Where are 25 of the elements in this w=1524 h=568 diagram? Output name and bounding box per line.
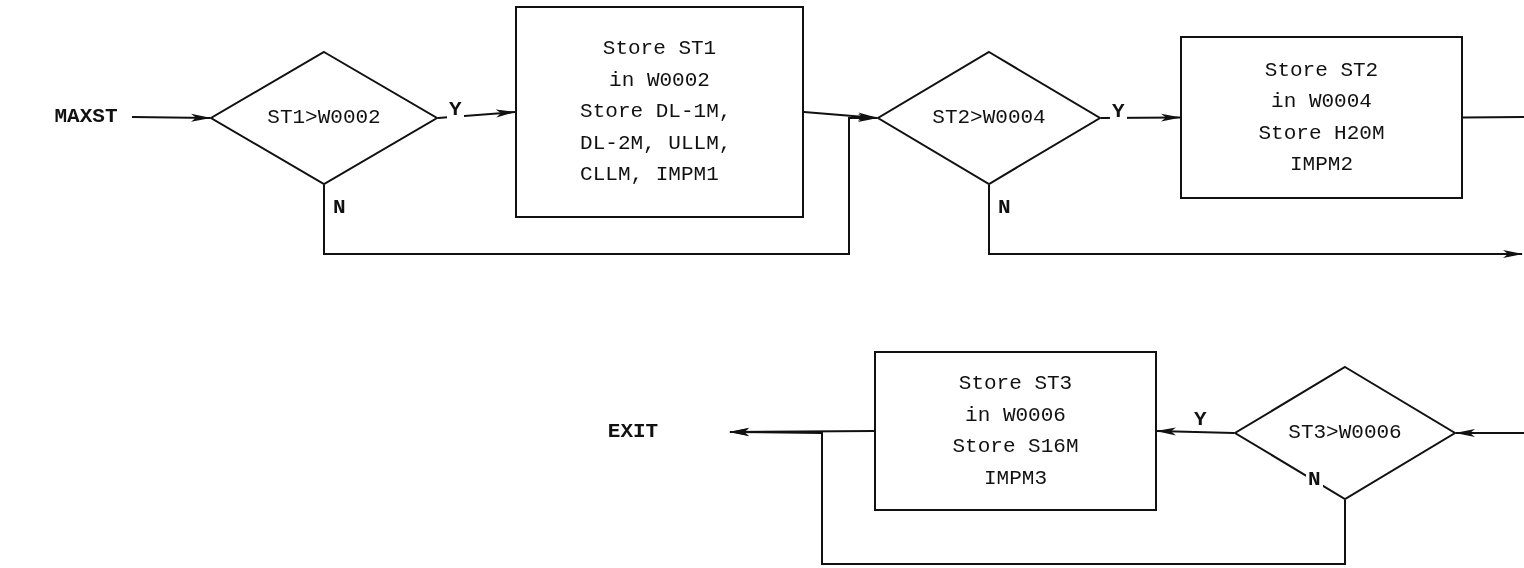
condition-text: ST3>W0006 <box>1288 420 1402 447</box>
flow-arrow <box>131 113 211 122</box>
flow-arrow <box>1156 427 1235 436</box>
process-text: Store DL-1M, DL-2M, ULLM, CLLM, IMPM1 <box>580 99 733 189</box>
process-text: Store ST2 in W0004 <box>1263 57 1380 115</box>
process-box <box>515 6 804 218</box>
flow-arrow <box>988 184 1523 258</box>
process-box <box>1180 36 1463 199</box>
flow-arrow <box>1455 429 1524 437</box>
process-text: Store ST3 in W0006 <box>957 371 1074 429</box>
terminal-text: EXIT <box>607 419 659 446</box>
process-box <box>874 351 1157 511</box>
process-text: Store ST1 in W0002 <box>601 36 718 94</box>
process-text: Store S16M IMPM3 <box>952 434 1079 492</box>
terminal-text: MAXST <box>54 104 118 131</box>
flow-arrow <box>729 428 1346 565</box>
flow-arrow <box>437 109 516 119</box>
flow-arrow <box>323 114 878 255</box>
decision-diamond <box>877 51 1101 185</box>
flow-arrow <box>1100 113 1181 122</box>
decision-diamond <box>1234 366 1456 500</box>
condition-text: ST1>W0002 <box>267 105 381 132</box>
process-text: Store H20M IMPM2 <box>1258 120 1385 178</box>
condition-text: ST2>W0004 <box>932 105 1046 132</box>
decision-diamond <box>210 51 438 185</box>
